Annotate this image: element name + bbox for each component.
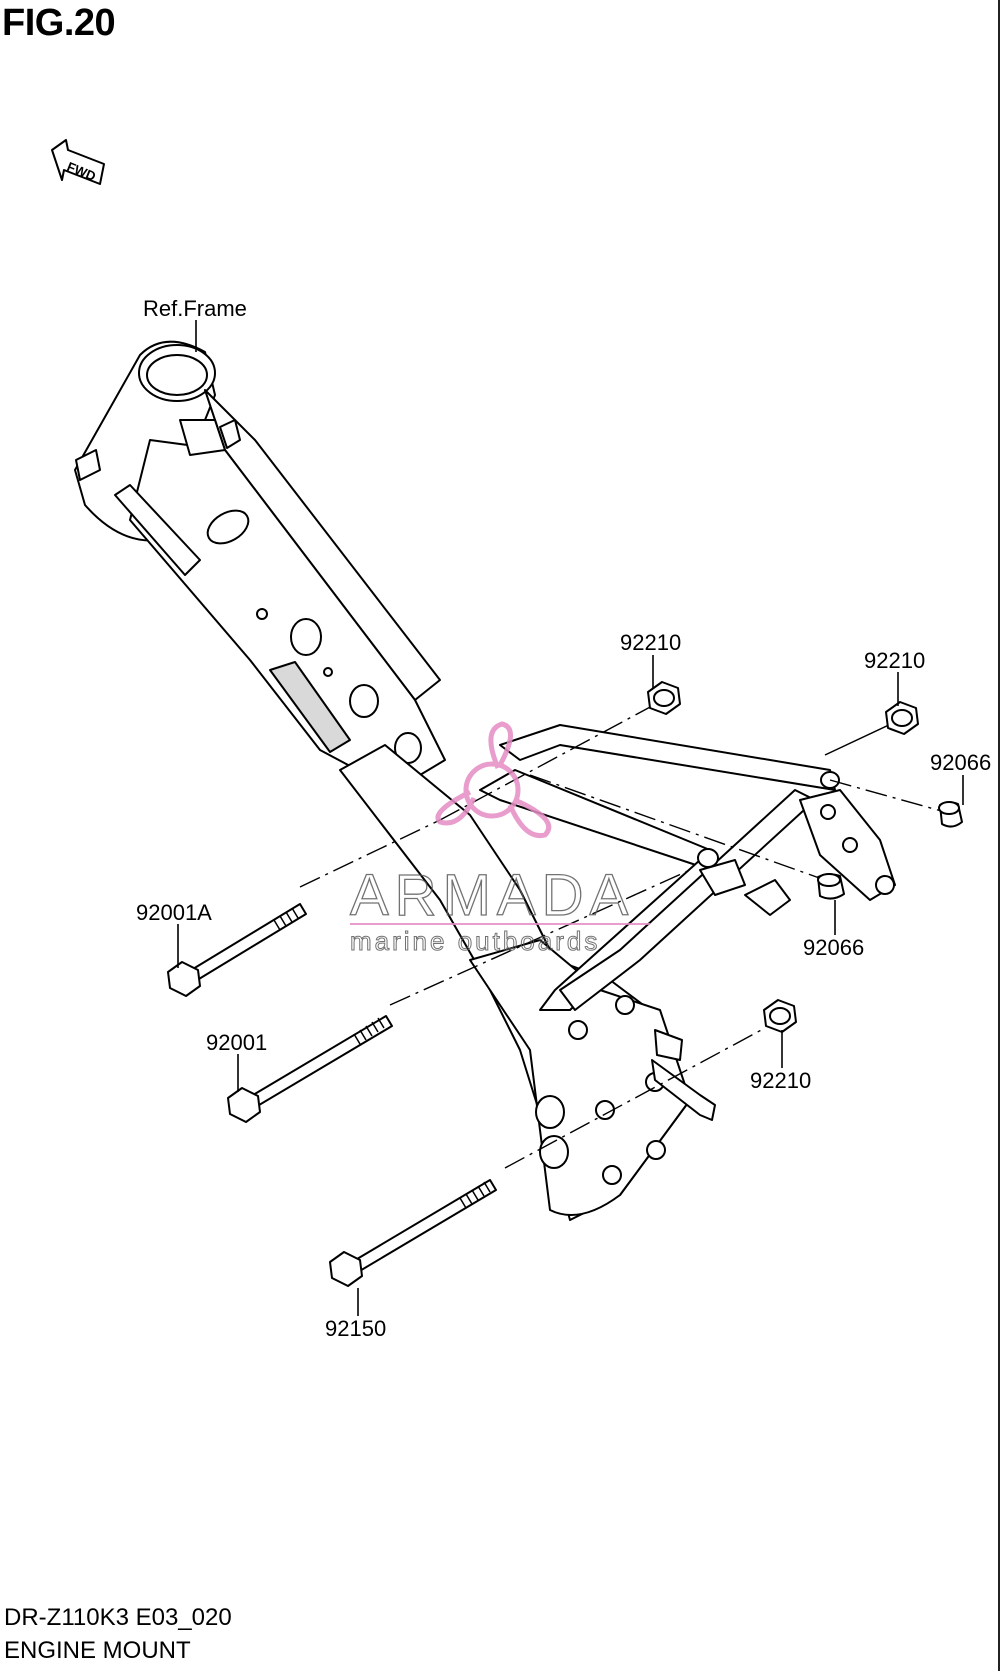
- watermark-tagline: marine outboards: [350, 926, 600, 956]
- cap-92066-upper[interactable]: [938, 801, 963, 828]
- watermark-brand: ARMADA: [350, 863, 634, 928]
- leader-lines: [177, 320, 964, 1316]
- armada-logo-icon: [435, 721, 552, 839]
- nut-92210-top-center[interactable]: [647, 681, 681, 715]
- armada-watermark: ARMADA marine outboards: [349, 721, 650, 957]
- frame-assembly: [74, 340, 896, 1221]
- bolt-92001A[interactable]: [167, 903, 307, 997]
- nut-92210-top-right[interactable]: [885, 701, 919, 735]
- bolt-92150[interactable]: [329, 1179, 497, 1287]
- callout-ref-frame: Ref.Frame: [143, 296, 247, 321]
- section-name: ENGINE MOUNT: [4, 1637, 191, 1664]
- callout-92001A: 92001A: [136, 900, 212, 925]
- cap-92066-lower[interactable]: [817, 873, 845, 900]
- fwd-arrow-icon: FWD: [51, 139, 105, 185]
- callout-92066-lower: 92066: [803, 935, 864, 960]
- nut-92210-right-lower[interactable]: [763, 999, 797, 1033]
- figure-title: FIG.20: [2, 2, 116, 44]
- callout-92150: 92150: [325, 1316, 386, 1341]
- bolt-92001[interactable]: [227, 1015, 393, 1123]
- callout-92210-right-lower: 92210: [750, 1068, 811, 1093]
- model-code: DR-Z110K3 E03_020: [4, 1604, 232, 1631]
- callout-92210-top-right: 92210: [864, 648, 925, 673]
- callout-92066-upper: 92066: [930, 750, 991, 775]
- callout-92210-top-center: 92210: [620, 630, 681, 655]
- callout-92001: 92001: [206, 1030, 267, 1055]
